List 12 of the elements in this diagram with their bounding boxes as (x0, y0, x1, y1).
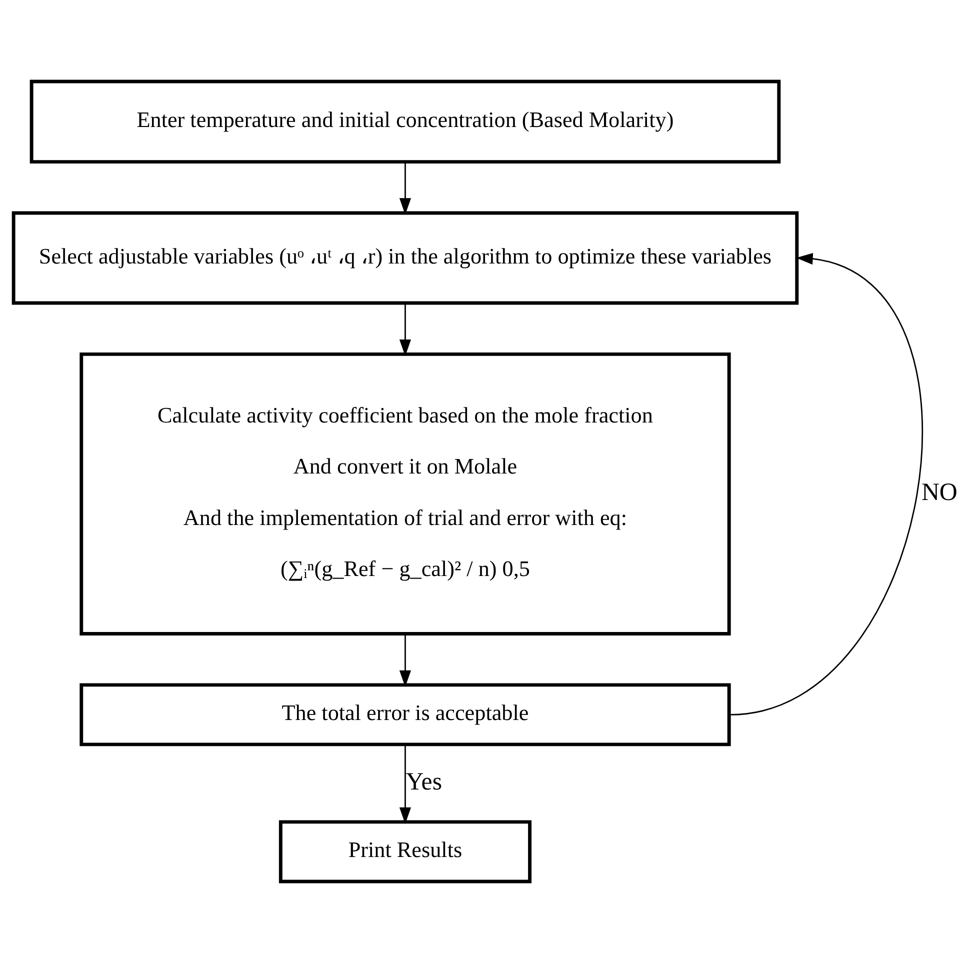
edge-label: Yes (406, 768, 442, 795)
arrow (399, 162, 412, 214)
arrow (399, 634, 412, 686)
node-box: Select adjustable variables (uᵒ ،uᵗ ،q ،r) in the algorithm to optimize these variables (12, 210, 799, 304)
edge-label: NO (921, 478, 958, 506)
node-box: The total error is acceptable (80, 682, 731, 746)
arrow (399, 744, 412, 824)
node-box: Enter temperature and initial concentration (Based Molarity) (30, 79, 781, 164)
node-box: Calculate activity coefficient based on the mole fraction And convert it on Molale And the implementation of trial and error with eq: (∑ᵢⁿ(g_Ref − g_cal)² / n) 0,5 (80, 352, 731, 635)
arrow (399, 302, 412, 356)
node-box: Print Results (278, 820, 532, 883)
arrow (730, 252, 923, 715)
